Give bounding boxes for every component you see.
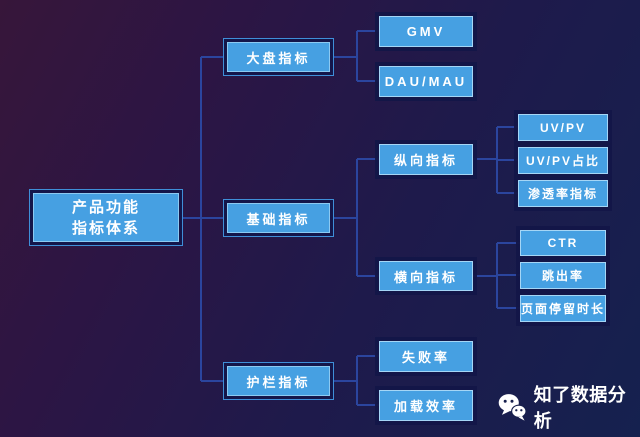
node-uv-pv-label: UV/PV [539, 120, 586, 135]
node-gmv[interactable]: GMV [379, 16, 473, 47]
watermark-text: 知了数据分析 [533, 385, 627, 431]
node-page-duration[interactable]: 页面停留时长 [520, 295, 606, 322]
node-failure-rate-label: 失败率 [401, 350, 450, 365]
node-horizontal-metrics[interactable]: 横向指标 [379, 261, 473, 291]
root-label-line1: 产品功能 [71, 198, 140, 216]
watermark: 知了数据分析 [498, 385, 640, 431]
node-uv-pv[interactable]: UV/PV [518, 114, 608, 141]
node-load-efficiency-label: 加载效率 [393, 399, 458, 414]
node-failure-rate[interactable]: 失败率 [379, 341, 473, 372]
node-bounce-rate[interactable]: 跳出率 [520, 262, 606, 289]
node-vertical-metrics[interactable]: 纵向指标 [379, 144, 473, 175]
node-penetration-metric-label: 渗透率指标 [527, 187, 598, 201]
node-ctr-label: CTR [547, 236, 579, 250]
node-overall-metrics[interactable]: 大盘指标 [223, 38, 334, 76]
node-penetration-metric[interactable]: 渗透率指标 [518, 180, 608, 207]
node-dau-mau-label: DAU/MAU [384, 74, 468, 89]
node-page-duration-label: 页面停留时长 [521, 302, 606, 316]
node-overall-metrics-label: 大盘指标 [227, 42, 330, 72]
node-root[interactable]: 产品功能 指标体系 [29, 189, 183, 246]
node-bounce-rate-label: 跳出率 [541, 269, 584, 283]
node-load-efficiency[interactable]: 加载效率 [379, 390, 473, 421]
node-dau-mau[interactable]: DAU/MAU [379, 66, 473, 97]
root-label-line2: 指标体系 [71, 219, 140, 237]
connector-path [183, 30, 520, 406]
node-vertical-metrics-label: 纵向指标 [393, 153, 458, 168]
node-guardrail-metrics[interactable]: 护栏指标 [223, 362, 334, 400]
node-uv-pv-ratio-label: UV/PV占比 [525, 154, 600, 168]
node-basic-metrics[interactable]: 基础指标 [223, 199, 334, 237]
wechat-icon [498, 394, 527, 421]
node-basic-metrics-label: 基础指标 [227, 203, 330, 233]
node-uv-pv-ratio[interactable]: UV/PV占比 [518, 147, 608, 174]
node-ctr[interactable]: CTR [520, 230, 606, 256]
node-horizontal-metrics-label: 横向指标 [393, 269, 458, 285]
node-guardrail-metrics-label: 护栏指标 [227, 366, 330, 396]
node-gmv-label: GMV [406, 24, 446, 39]
node-root-fill: 产品功能 指标体系 [33, 193, 179, 242]
